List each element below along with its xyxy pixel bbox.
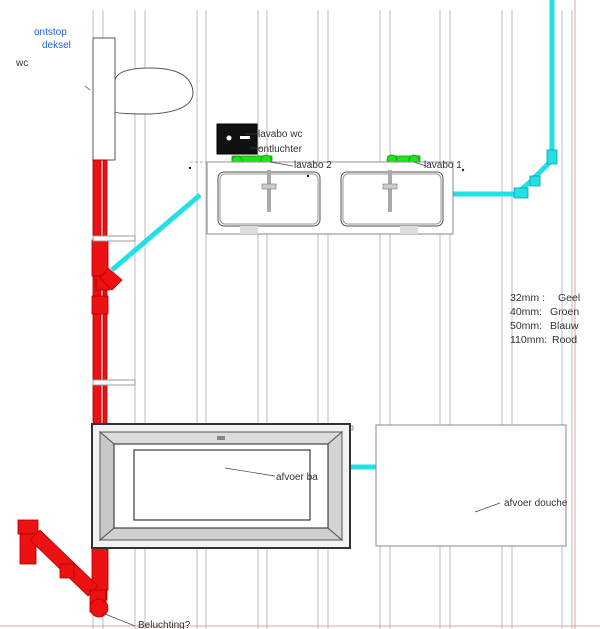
wall-shelves — [92, 235, 354, 431]
label-leaders — [84, 85, 501, 627]
label-afvoer-bad: afvoer ba — [276, 472, 318, 483]
legend-color: Groen — [550, 306, 579, 318]
legend-size: 110mm: — [510, 334, 547, 346]
bathtub — [91, 423, 351, 549]
label-lavabo-1: lavabo 1 — [424, 160, 462, 171]
legend-size: 50mm: — [510, 320, 542, 332]
marker-crosses — [188, 166, 465, 178]
shower-tray — [375, 424, 567, 547]
label-wc: wc — [15, 58, 28, 69]
label-afvoer-douche: afvoer douche — [504, 498, 568, 509]
legend-color: Rood — [552, 334, 577, 346]
label-beluchting: Beluchting? — [138, 620, 191, 629]
label-ontstop-line2: deksel — [42, 40, 71, 51]
sink-lavabo-2 — [217, 170, 321, 234]
legend-color: Blauw — [550, 320, 579, 332]
ontluchter-device — [216, 123, 258, 155]
sink-lavabo-1 — [340, 170, 444, 234]
label-ontstop-line1: ontstop — [34, 27, 67, 38]
label-lavabo-2: lavabo 2 — [294, 160, 332, 171]
label-ontluchter: ontluchter — [258, 144, 303, 155]
pipe-legend: 32mm : Geel 40mm: Groen 50mm: Blauw 110m… — [510, 292, 580, 346]
legend-size: 32mm : — [510, 292, 545, 304]
wc-cistern — [92, 37, 116, 161]
label-lavabo-wc: lavabo wc — [258, 129, 302, 140]
drain-50mm-fittings — [513, 149, 558, 199]
wc-bowl — [114, 67, 194, 115]
legend-size: 40mm: — [510, 306, 542, 318]
legend-color: Geel — [558, 292, 580, 304]
